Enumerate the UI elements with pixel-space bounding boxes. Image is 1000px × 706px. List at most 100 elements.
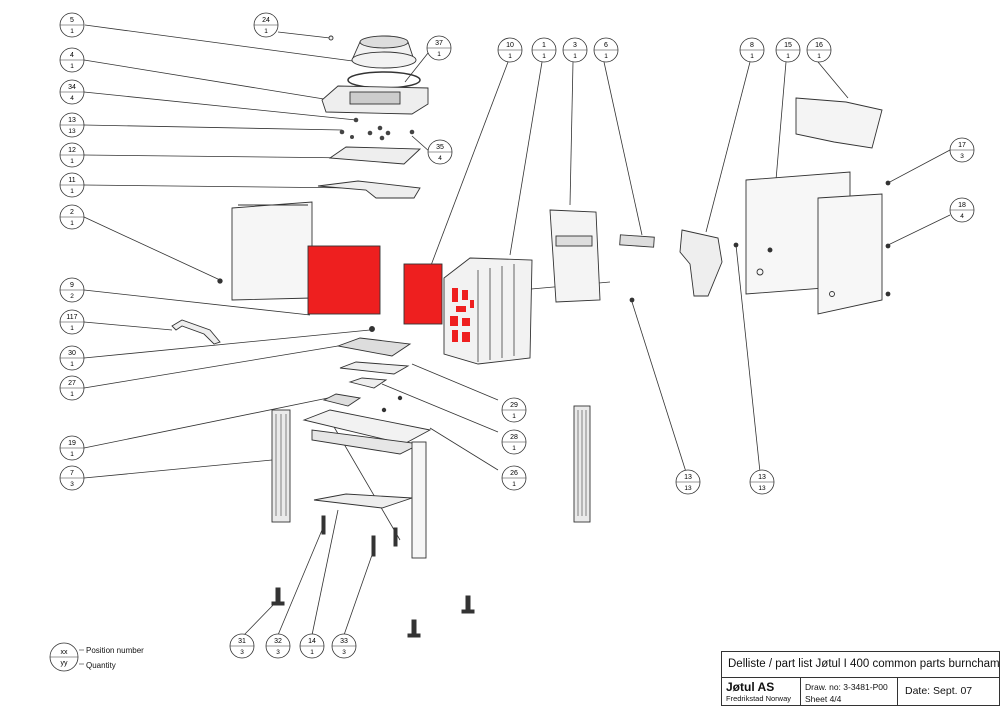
position-number: 3 bbox=[573, 42, 577, 49]
quantity-number: 3 bbox=[342, 649, 346, 656]
air-slider bbox=[322, 393, 362, 407]
quantity-number: 4 bbox=[438, 155, 442, 162]
position-number: 27 bbox=[68, 380, 76, 387]
baffle-plate bbox=[328, 146, 422, 165]
position-balloon: 141 bbox=[299, 633, 325, 659]
position-number: 9 bbox=[70, 282, 74, 289]
quantity-number: 1 bbox=[70, 28, 74, 35]
back-plate bbox=[549, 209, 601, 303]
position-number: 7 bbox=[70, 470, 74, 477]
quantity-number: 1 bbox=[70, 361, 74, 368]
position-number: 28 bbox=[510, 434, 518, 441]
position-number: 1 bbox=[542, 42, 546, 49]
quantity-number: 1 bbox=[70, 158, 74, 165]
quantity-number: 1 bbox=[70, 220, 74, 227]
quantity-number: 2 bbox=[70, 293, 74, 300]
position-balloon: 41 bbox=[59, 47, 85, 73]
position-number: 14 bbox=[308, 638, 316, 645]
position-number: 2 bbox=[70, 209, 74, 216]
deflector-plate bbox=[317, 180, 421, 199]
position-balloon: 184 bbox=[949, 197, 975, 223]
quantity-number: 1 bbox=[817, 53, 821, 60]
quantity-number: 1 bbox=[437, 51, 441, 58]
position-balloon: 81 bbox=[739, 37, 765, 63]
side-panel bbox=[217, 201, 313, 301]
legend-bottom: yy bbox=[61, 660, 69, 667]
position-number: 13 bbox=[68, 117, 76, 124]
position-number: 26 bbox=[510, 470, 518, 477]
position-balloon: 13 13 bbox=[749, 469, 775, 495]
sheet-number: Sheet 4/4 bbox=[805, 694, 842, 704]
quantity-number: 13 bbox=[684, 485, 692, 492]
title-block-drawing: Draw. no: 3-3481-P00 Sheet 4/4 bbox=[800, 677, 898, 706]
position-balloon: 11 bbox=[531, 37, 557, 63]
quantity-number: 1 bbox=[512, 413, 516, 420]
quantity-number: 1 bbox=[70, 63, 74, 70]
title-block-title: Delliste / part list Jøtul I 400 common … bbox=[721, 651, 1000, 678]
quantity-number: 1 bbox=[604, 53, 608, 60]
drawing-date: Date: Sept. 07 bbox=[905, 685, 973, 697]
top-plate bbox=[321, 85, 429, 115]
highlighted-detail bbox=[450, 288, 474, 342]
position-balloon: 31 bbox=[562, 37, 588, 63]
position-balloon: 17 3 bbox=[949, 137, 975, 163]
position-number: 31 bbox=[238, 638, 246, 645]
quantity-number: 1 bbox=[786, 53, 790, 60]
position-number: 19 bbox=[68, 440, 76, 447]
quantity-number: 1 bbox=[750, 53, 754, 60]
highlighted-firebrick-9 bbox=[307, 245, 381, 315]
bolts bbox=[629, 180, 891, 303]
flue-outlet bbox=[328, 35, 417, 69]
position-balloon: 28 1 bbox=[501, 429, 527, 455]
position-balloon: 191 bbox=[59, 435, 85, 461]
position-balloon: 16 1 bbox=[806, 37, 832, 63]
quantity-number: 1 bbox=[508, 53, 512, 60]
leg-left bbox=[271, 409, 291, 523]
legend-position-label: Position number bbox=[86, 646, 144, 655]
heat-shield bbox=[795, 97, 883, 149]
position-balloon: 73 bbox=[59, 465, 85, 491]
position-number: 6 bbox=[604, 42, 608, 49]
position-balloon: 37 1 bbox=[426, 35, 452, 61]
position-balloon: 111 bbox=[59, 172, 85, 198]
quantity-number: 1 bbox=[70, 391, 74, 398]
position-balloon: 261 bbox=[501, 465, 527, 491]
quantity-number: 1 bbox=[542, 53, 546, 60]
quantity-number: 3 bbox=[960, 153, 964, 160]
legend-top: xx bbox=[61, 649, 69, 656]
position-balloon: 21 bbox=[59, 204, 85, 230]
position-number: 15 bbox=[784, 42, 792, 49]
company-location: Fredrikstad Norway bbox=[726, 694, 792, 703]
position-number: 37 bbox=[435, 40, 443, 47]
position-balloon: 313 bbox=[229, 633, 255, 659]
position-number: 17 bbox=[958, 142, 966, 149]
quantity-number: 1 bbox=[573, 53, 577, 60]
position-number: 4 bbox=[70, 52, 74, 59]
position-number: 12 bbox=[68, 147, 76, 154]
quantity-number: 13 bbox=[758, 485, 766, 492]
position-number: 8 bbox=[750, 42, 754, 49]
position-number: 117 bbox=[66, 314, 77, 321]
position-number: 35 bbox=[436, 144, 444, 151]
quantity-number: 1 bbox=[512, 445, 516, 452]
screw bbox=[381, 407, 387, 413]
company-name: Jøtul AS bbox=[726, 680, 775, 694]
screws bbox=[339, 117, 415, 141]
title-block-company: Jøtul AS Fredrikstad Norway bbox=[721, 677, 801, 706]
position-balloon: 35 4 bbox=[427, 139, 453, 165]
position-number: 13 bbox=[758, 474, 766, 481]
position-number: 10 bbox=[506, 42, 514, 49]
quantity-number: 13 bbox=[68, 128, 76, 135]
adjusting-feet bbox=[271, 515, 475, 638]
position-number: 16 bbox=[815, 42, 823, 49]
highlighted-firebrick-10 bbox=[403, 263, 443, 325]
quantity-number: 3 bbox=[276, 649, 280, 656]
leg-right bbox=[573, 405, 591, 523]
position-balloon: 92 bbox=[59, 277, 85, 303]
position-balloon: 241 bbox=[253, 12, 279, 38]
part-list-title: Delliste / part list Jøtul I 400 common … bbox=[728, 658, 1000, 670]
ash-plate bbox=[339, 361, 410, 375]
